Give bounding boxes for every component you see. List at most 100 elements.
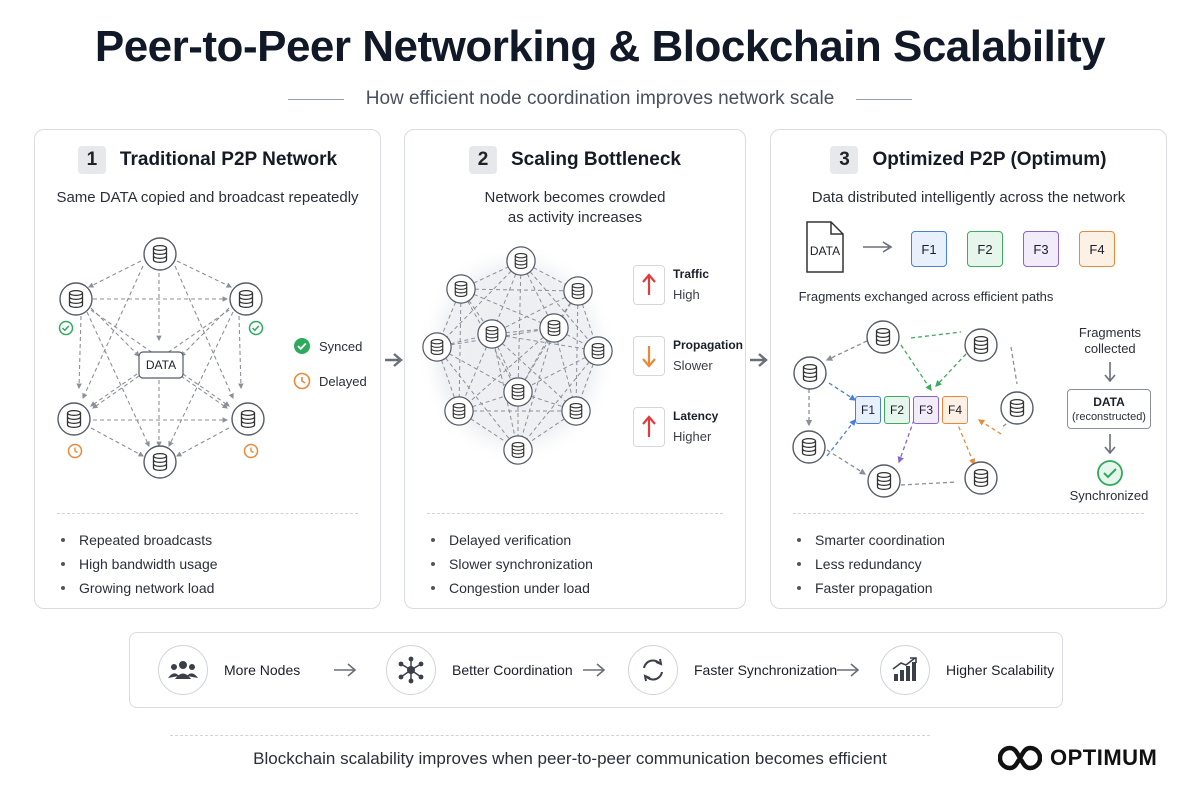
panel-bullets: Repeated broadcasts High bandwidth usage… bbox=[61, 528, 218, 600]
flow-step-better-coordination: Better Coordination bbox=[386, 645, 573, 695]
congested-link bbox=[517, 327, 555, 451]
fragment-f1-small: F1 bbox=[855, 396, 881, 424]
panel-traditional-p2p: 1 Traditional P2P Network Same DATA copi… bbox=[34, 129, 381, 609]
arrow-up-icon bbox=[633, 265, 665, 305]
infinity-logo-icon bbox=[998, 745, 1042, 771]
panel-description: Network becomes crowded as activity incr… bbox=[405, 188, 745, 228]
stat-label: Latency bbox=[673, 409, 719, 423]
congested-link bbox=[491, 290, 579, 335]
fragment-f4-small: F4 bbox=[942, 396, 968, 424]
congested-link bbox=[575, 290, 579, 412]
node-right bbox=[1000, 391, 1034, 425]
node-bottom-center bbox=[867, 464, 901, 498]
check-circle-icon bbox=[58, 320, 74, 336]
stat-propagation: Propagation Slower bbox=[633, 336, 743, 376]
stat-value: High bbox=[673, 287, 700, 302]
fragment-paths bbox=[805, 331, 1018, 486]
reconstructed-data-box: DATA (reconstructed) bbox=[1067, 389, 1151, 429]
stat-latency: Latency Higher bbox=[633, 407, 718, 447]
node bbox=[446, 274, 476, 304]
bullet-item: Delayed verification bbox=[431, 528, 593, 552]
panel-optimized-p2p: 3 Optimized P2P (Optimum) Data distribut… bbox=[770, 129, 1167, 609]
congested-link bbox=[436, 346, 519, 393]
flow-label: Higher Scalability bbox=[946, 662, 1055, 678]
congested-link bbox=[458, 288, 462, 412]
scalability-flow: More Nodes Better Coordination Faster Sy… bbox=[129, 632, 1063, 708]
node-left bbox=[793, 356, 827, 390]
check-circle-icon bbox=[248, 320, 264, 336]
fragment-f3-small: F3 bbox=[913, 396, 939, 424]
fragment-f4: F4 bbox=[1079, 231, 1115, 267]
reconstructed-subtitle: (reconstructed) bbox=[1072, 411, 1146, 423]
fragment-f2: F2 bbox=[967, 231, 1003, 267]
clock-icon bbox=[293, 372, 311, 390]
fragment-exchange-diagram bbox=[792, 320, 1034, 498]
brand-logo: OPTIMUM bbox=[998, 744, 1157, 772]
congested-link bbox=[517, 350, 599, 451]
arrow-right-icon bbox=[863, 241, 893, 253]
reconstructed-title: DATA bbox=[1093, 395, 1125, 409]
node bbox=[563, 276, 593, 306]
center-data-label: DATA bbox=[145, 358, 177, 372]
flow-step-higher-scalability: Higher Scalability bbox=[880, 645, 1054, 695]
panel-description: Data distributed intelligently across th… bbox=[811, 189, 1126, 206]
bullet-item: High bandwidth usage bbox=[61, 552, 218, 576]
arrow-right-icon bbox=[583, 663, 606, 677]
congested-link bbox=[517, 350, 599, 393]
center-data-box bbox=[138, 351, 184, 379]
flow-label: More Nodes bbox=[224, 662, 301, 678]
node bbox=[422, 332, 452, 362]
growth-chart-icon bbox=[880, 645, 930, 695]
flow-step-faster-sync: Faster Synchronization bbox=[628, 645, 837, 695]
document-label: DATA bbox=[809, 244, 841, 258]
stat-label: Propagation bbox=[673, 338, 744, 352]
panel-title: Optimized P2P (Optimum) bbox=[872, 149, 1107, 170]
node-top-left bbox=[866, 320, 900, 354]
arrow-right-icon bbox=[334, 663, 357, 677]
page-title: Peer-to-Peer Networking & Blockchain Sca… bbox=[94, 22, 1106, 71]
panel-number-badge: 2 bbox=[469, 146, 497, 174]
node bbox=[583, 336, 613, 366]
page-subtitle: How efficient node coordination improves… bbox=[365, 88, 835, 109]
legend-label: Synced bbox=[319, 338, 363, 354]
congested-link bbox=[517, 290, 579, 393]
panel-divider bbox=[57, 513, 358, 514]
node-right-bottom bbox=[231, 402, 265, 436]
stat-value: Higher bbox=[673, 429, 712, 444]
footer-divider bbox=[170, 735, 930, 736]
congested-link bbox=[520, 260, 555, 329]
arrow-right-icon bbox=[385, 353, 403, 367]
node bbox=[503, 435, 533, 465]
footer-text: Blockchain scalability improves when pee… bbox=[253, 749, 887, 768]
panel-description: Same DATA copied and broadcast repeatedl… bbox=[56, 189, 359, 206]
congested-link bbox=[436, 260, 522, 348]
fragment-f3: F3 bbox=[1023, 231, 1059, 267]
arrow-down-icon bbox=[1104, 434, 1116, 455]
congested-network-diagram bbox=[417, 242, 617, 466]
check-circle-icon bbox=[294, 338, 310, 354]
document-icon bbox=[806, 221, 844, 273]
panel-title: Scaling Bottleneck bbox=[511, 149, 681, 170]
node-bottom-right bbox=[964, 461, 998, 495]
node-bottom bbox=[143, 445, 177, 479]
congested-link bbox=[520, 260, 599, 352]
panel-divider bbox=[427, 513, 723, 514]
collected-line: Fragments bbox=[1078, 325, 1142, 340]
flow-label: Better Coordination bbox=[452, 662, 573, 678]
node-right-top bbox=[229, 282, 263, 316]
bullet-item: Less redundancy bbox=[797, 552, 945, 576]
node bbox=[503, 377, 533, 407]
panel-bullets: Delayed verification Slower synchronizat… bbox=[431, 528, 593, 600]
panel-bullets: Smarter coordination Less redundancy Fas… bbox=[797, 528, 945, 600]
description-line: Network becomes crowded bbox=[484, 189, 666, 206]
panel-divider bbox=[793, 513, 1144, 514]
node-left-bottom bbox=[57, 402, 91, 436]
stat-traffic: Traffic High bbox=[633, 265, 709, 305]
fragments-collected-label: Fragments collected bbox=[1067, 325, 1153, 357]
synchronized-label: Synchronized bbox=[1069, 488, 1149, 503]
congested-link bbox=[436, 346, 519, 451]
exchange-label: Fragments exchanged across efficient pat… bbox=[798, 289, 1054, 304]
bullet-item: Slower synchronization bbox=[431, 552, 593, 576]
bullet-item: Growing network load bbox=[61, 576, 218, 600]
clock-icon bbox=[67, 443, 83, 459]
